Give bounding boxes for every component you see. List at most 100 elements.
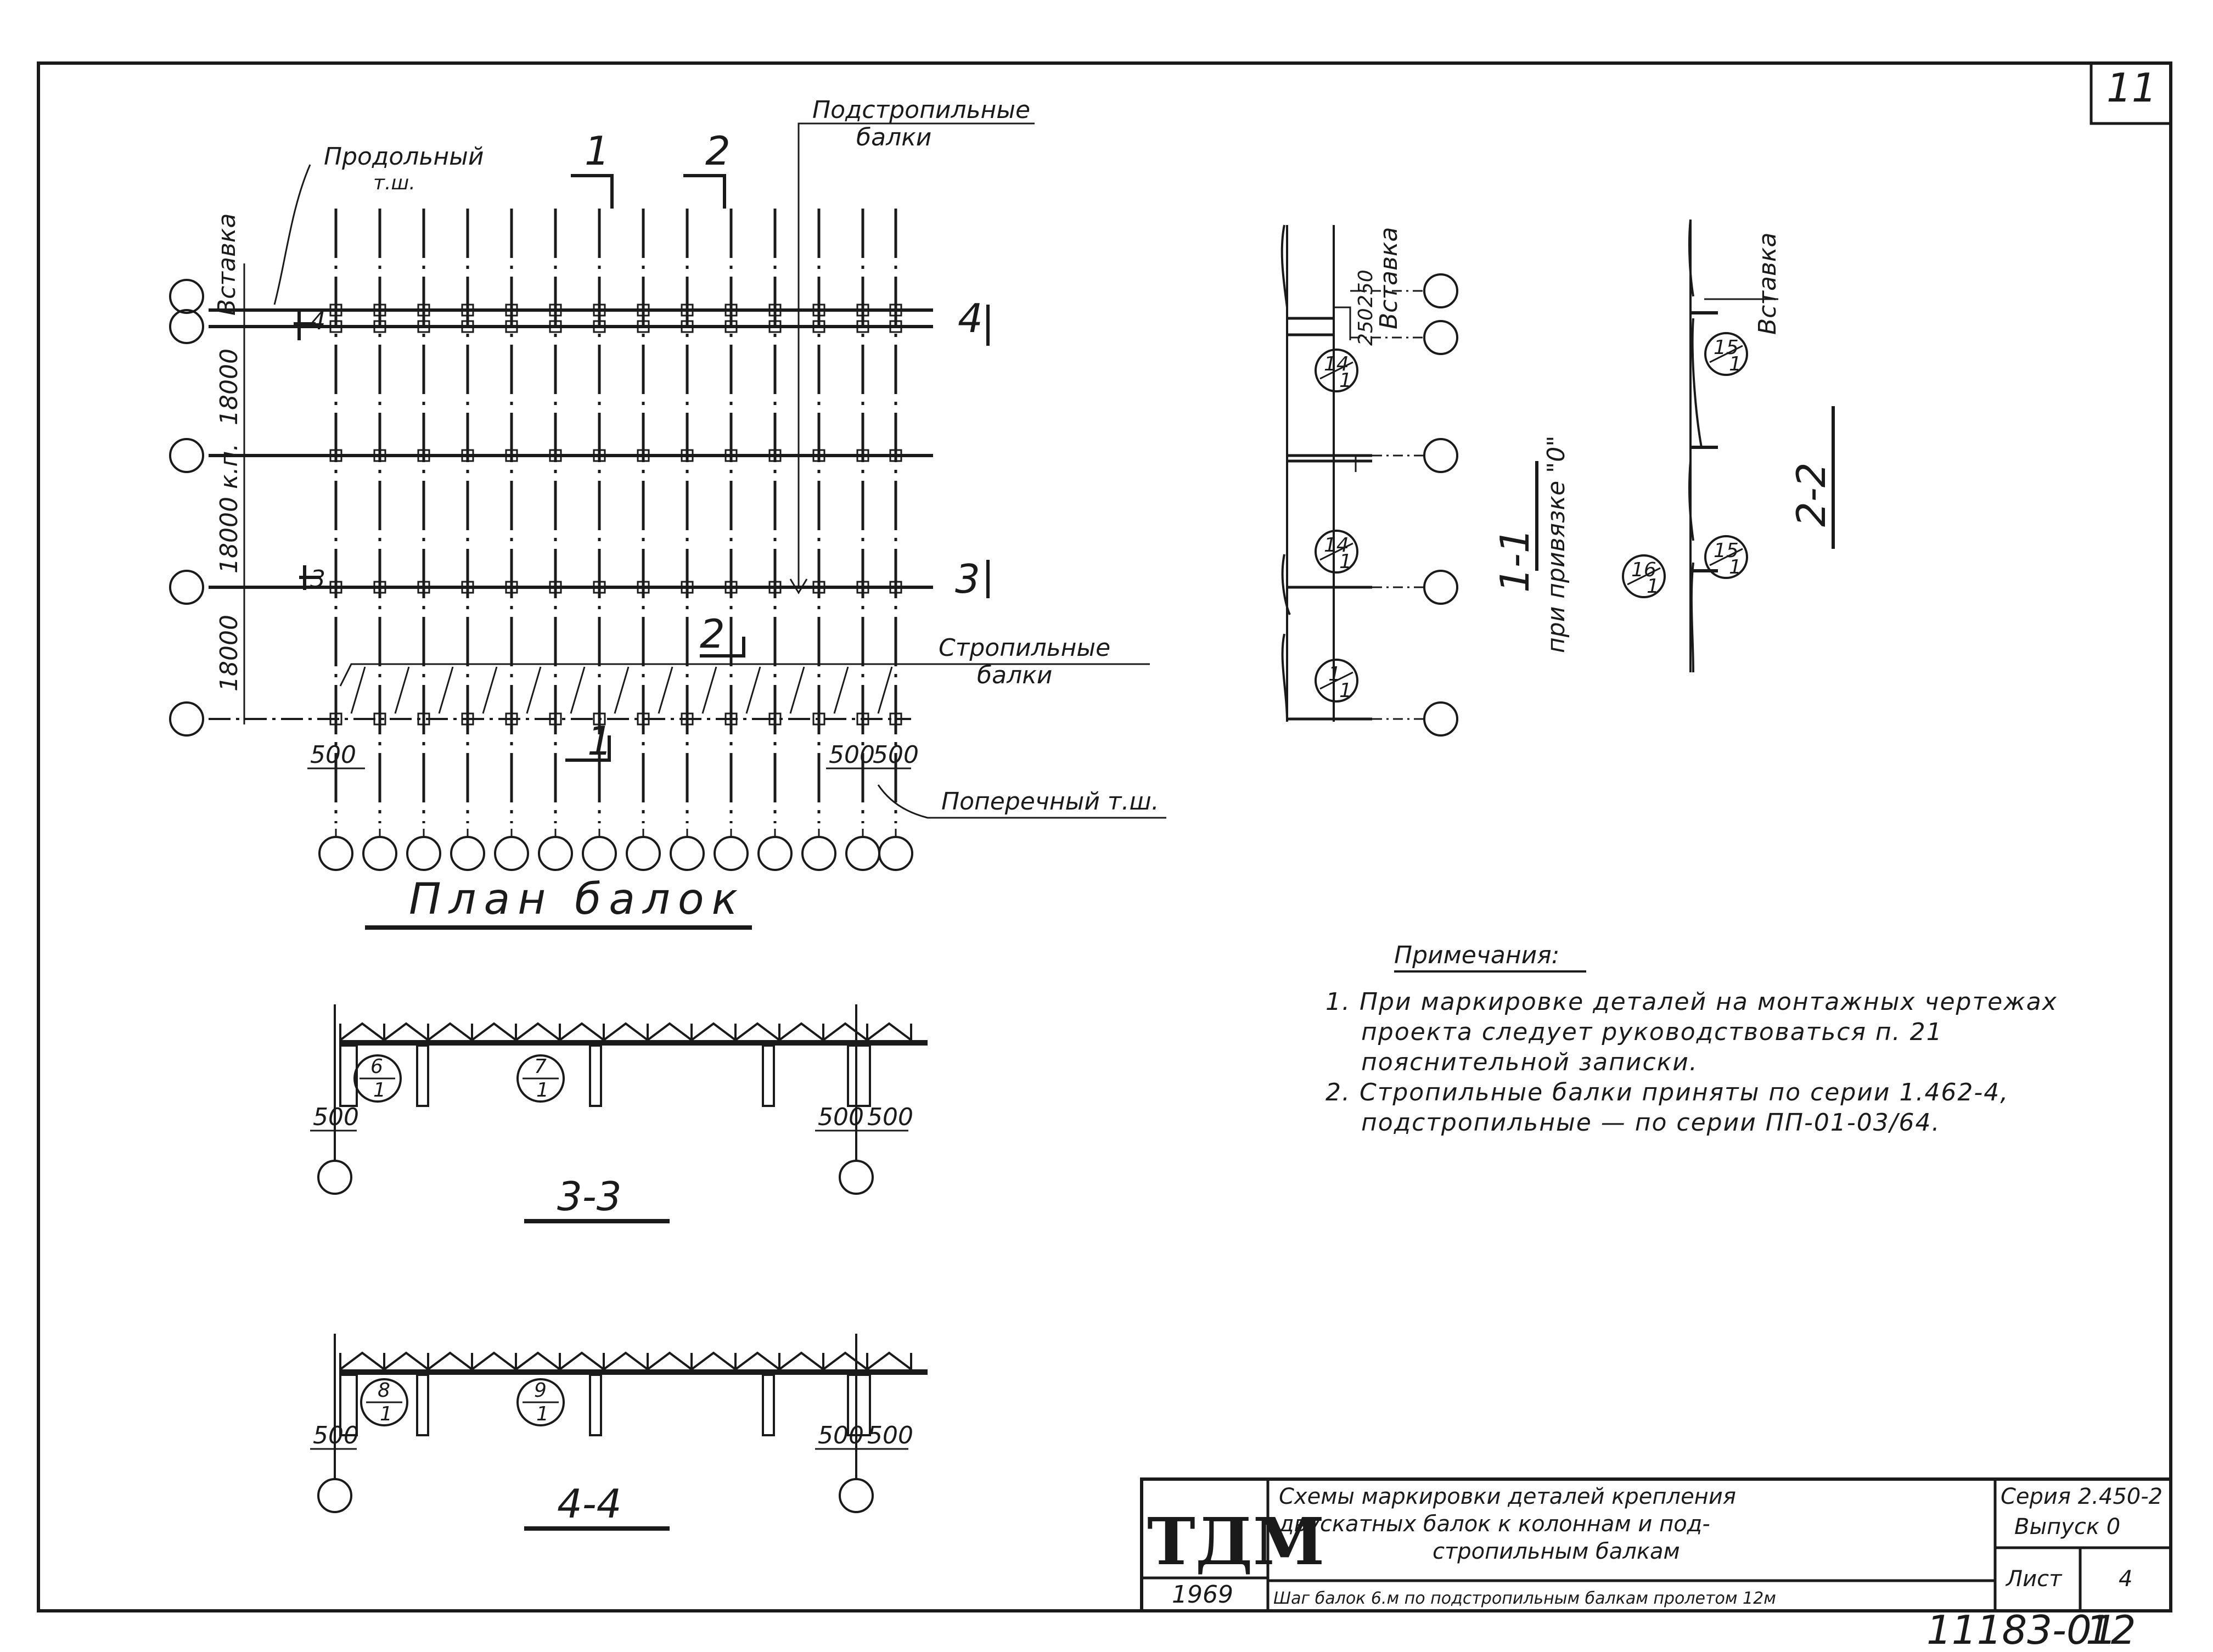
sheet-number: 11: [2107, 65, 2157, 111]
svg-text:6: 6: [370, 1055, 383, 1078]
rafter-hatch: [833, 666, 849, 714]
dim-250-a: 250: [1355, 269, 1377, 307]
callout-15-1-b: 15 1: [1704, 535, 1748, 579]
column-axis-bubble: [757, 836, 793, 871]
beam-joint-mark: [417, 712, 430, 726]
beam-joint-mark: [549, 581, 562, 594]
beam-joint-mark: [889, 320, 902, 333]
column-axis-bubble: [801, 836, 836, 871]
section-cut-markers: 1 2 2 1 3 3 4 4: [294, 128, 990, 764]
rafter-hatch: [526, 666, 542, 714]
label-subrafter-1: Подстропильные: [812, 96, 1030, 124]
beam-joint-mark: [637, 320, 650, 333]
beam-joint-mark: [812, 304, 825, 317]
beam-joint-mark: [724, 712, 738, 726]
beam-joint-mark: [856, 712, 869, 726]
svg-text:16: 16: [1631, 559, 1656, 581]
title-line-3: стропильным балкам: [1433, 1539, 1680, 1564]
s44-dim-right-a: 500: [818, 1421, 864, 1449]
rafter-hatch: [570, 666, 586, 714]
svg-text:1: 1: [1339, 679, 1352, 702]
column-stub: [589, 1374, 602, 1436]
beam-joint-mark: [549, 712, 562, 726]
rafter-hatch: [745, 666, 761, 714]
year: 1969: [1172, 1581, 1233, 1609]
cut-2-top: 2: [705, 128, 731, 174]
series-1: Серия 2.450-2: [2001, 1484, 2163, 1509]
column-axis-bubble: [670, 836, 705, 871]
beam-joint-mark: [417, 581, 430, 594]
row-axis-bubble: [169, 701, 204, 737]
beam-joint-mark: [724, 304, 738, 317]
rafter-hatch: [614, 666, 630, 714]
callout-14-1-a: 14 1: [1315, 349, 1358, 392]
cut-3-right: 3: [955, 556, 980, 602]
svg-text:1: 1: [373, 1079, 386, 1102]
beam-joint-mark: [681, 320, 694, 333]
beam-joint-mark: [593, 304, 606, 317]
beam-joint-mark: [724, 320, 738, 333]
beam-joint-mark: [889, 449, 902, 462]
cut-2-bottom: 2: [700, 611, 725, 657]
beam-joint-mark: [417, 320, 430, 333]
beam-joint-mark: [329, 712, 342, 726]
cut-1-bottom: 1: [587, 718, 613, 764]
column-axis-bubble: [318, 836, 353, 871]
axis-bubble: [839, 1160, 874, 1195]
note-line-4: 2. Стропильные балки приняты по серии 1.…: [1325, 1078, 2009, 1106]
column-axis-bubble: [450, 836, 485, 871]
s33-dim-left: 500: [313, 1103, 359, 1131]
section-1-1-label: 1-1: [1492, 528, 1538, 593]
section-2-2-label: 2-2: [1788, 462, 1834, 527]
beam-joint-mark: [637, 581, 650, 594]
edge-column: [847, 1044, 871, 1107]
note-line-5: подстропильные — по серии ПП-01-03/64.: [1361, 1109, 1941, 1137]
s33-dim-right-a: 500: [818, 1103, 864, 1131]
label-insert-2-2: Вставка: [1754, 233, 1782, 335]
column-axis-bubble: [582, 836, 617, 871]
section-4-4-label: 4-4: [557, 1481, 622, 1527]
beam-joint-mark: [461, 304, 474, 317]
sheet-number-box: [2090, 61, 2172, 125]
label-subrafter-2: балки: [856, 123, 931, 151]
beam-joint-mark: [593, 712, 606, 726]
column-axis-bubble: [494, 836, 529, 871]
svg-text:1: 1: [536, 1079, 549, 1102]
beam-joint-mark: [593, 581, 606, 594]
cut-1-top: 1: [585, 128, 610, 174]
beam-joint-mark: [505, 581, 518, 594]
title-line-1: Схемы маркировки деталей крепления: [1279, 1484, 1736, 1509]
rafter-hatch: [658, 666, 673, 714]
beam-joint-mark: [505, 449, 518, 462]
beam-joint-mark: [889, 304, 902, 317]
note-line-2: проекта следует руководствоваться п. 21: [1361, 1018, 1943, 1046]
svg-text:9: 9: [534, 1379, 547, 1402]
column-stub: [762, 1374, 775, 1436]
beam-joint-mark: [768, 581, 782, 594]
svg-text:1: 1: [536, 1403, 549, 1425]
label-insert-1-1: Вставка: [1375, 227, 1403, 329]
beam-joint-mark: [856, 581, 869, 594]
span-dim-1: 18000: [215, 349, 243, 425]
beam-joint-mark: [373, 581, 386, 594]
callout-1-1: 1 1: [1315, 659, 1358, 703]
section-3-3-label: 3-3: [557, 1173, 622, 1220]
section-2-2: Вставка 15 1 15 1 16 1 2-2: [1622, 219, 1835, 673]
org-logo: ТДМ: [1147, 1503, 1324, 1580]
callout-16-1: 16 1: [1622, 554, 1666, 598]
svg-text:8: 8: [378, 1379, 390, 1402]
svg-text:14: 14: [1324, 534, 1349, 557]
beam-joint-mark: [329, 581, 342, 594]
svg-text:15: 15: [1714, 336, 1739, 359]
beam-joint-mark: [681, 581, 694, 594]
callout-7-1: 7 1: [516, 1054, 565, 1103]
grid-axis-bubbles: [169, 279, 913, 871]
callout-9-1: 9 1: [516, 1378, 565, 1426]
column-stub: [416, 1044, 429, 1107]
column-axis-bubble: [878, 836, 913, 871]
beam-joint-mark: [329, 304, 342, 317]
beam-joint-mark: [461, 320, 474, 333]
beam-joint-mark: [856, 304, 869, 317]
svg-text:1: 1: [1729, 353, 1742, 375]
title-block: ТДМ 1969 Схемы маркировки деталей крепле…: [1140, 1477, 2172, 1612]
